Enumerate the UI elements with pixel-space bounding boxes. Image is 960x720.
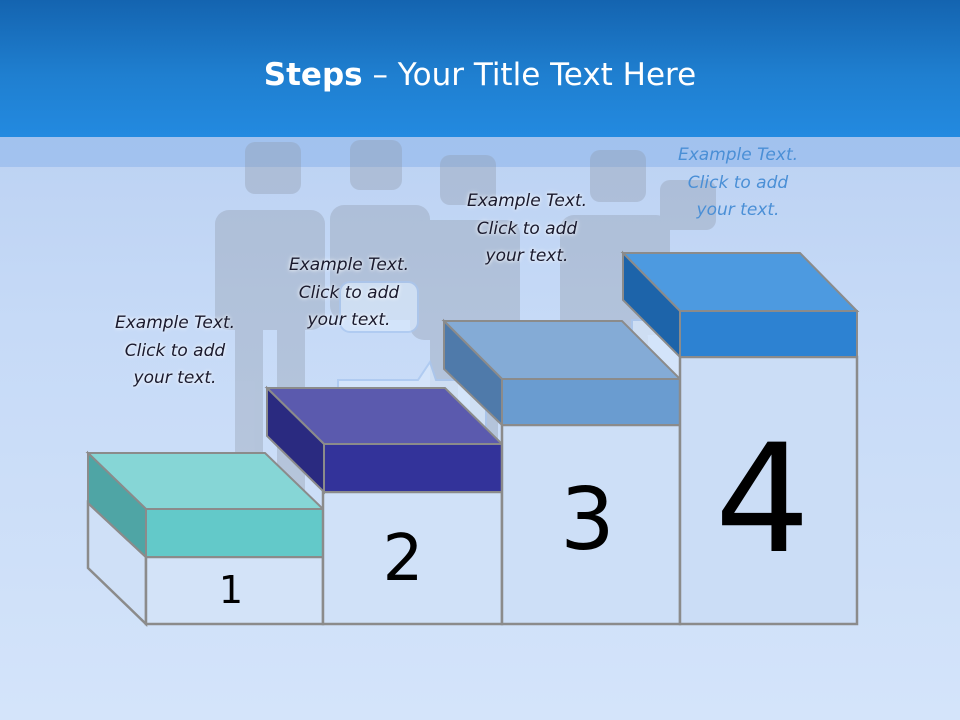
step-2-box[interactable] xyxy=(264,385,505,626)
caption-line: Click to add xyxy=(687,172,789,193)
title-banner-stripe xyxy=(0,137,960,167)
caption-line: Example Text. xyxy=(466,191,588,211)
step-4-box[interactable] xyxy=(620,250,860,626)
caption-line: Example Text. xyxy=(677,145,799,165)
slide-title[interactable]: Steps – Your Title Text Here xyxy=(0,55,960,95)
caption-line: your text. xyxy=(485,246,569,266)
step-4-caption[interactable]: Example Text. Click to add your text. xyxy=(653,142,823,225)
caption-line: your text. xyxy=(133,368,217,388)
step-4-number: 4 xyxy=(714,413,811,587)
slide-title-bold: Steps xyxy=(263,57,363,93)
step-3-number: 3 xyxy=(560,470,615,570)
step-1-front-wall xyxy=(144,555,325,626)
step-3-front-wall xyxy=(500,423,682,626)
title-banner xyxy=(0,0,960,137)
step-1-lid-front xyxy=(145,508,324,558)
step-2-number: 2 xyxy=(382,522,424,596)
caption-line: Click to add xyxy=(124,340,226,361)
caption-line: Example Text. xyxy=(114,313,236,333)
step-2-caption[interactable]: Example Text. Click to add your text. xyxy=(264,252,434,335)
step-1-box[interactable] xyxy=(85,450,326,627)
caption-line: your text. xyxy=(696,200,780,220)
step-2-lid-front xyxy=(323,443,503,493)
caption-line: your text. xyxy=(307,310,391,330)
step-3-lid-front xyxy=(501,378,681,426)
slide-title-rest: – Your Title Text Here xyxy=(362,57,697,93)
step-4-lid-front xyxy=(679,310,858,358)
caption-line: Click to add xyxy=(298,282,400,303)
step-1-caption[interactable]: Example Text. Click to add your text. xyxy=(90,310,260,393)
caption-line: Example Text. xyxy=(288,255,410,275)
step-4-front-wall xyxy=(678,355,859,626)
step-1-number: 1 xyxy=(218,568,244,612)
step-3-caption[interactable]: Example Text. Click to add your text. xyxy=(442,188,612,271)
caption-line: Click to add xyxy=(476,218,578,239)
step-3-box[interactable] xyxy=(441,318,683,626)
